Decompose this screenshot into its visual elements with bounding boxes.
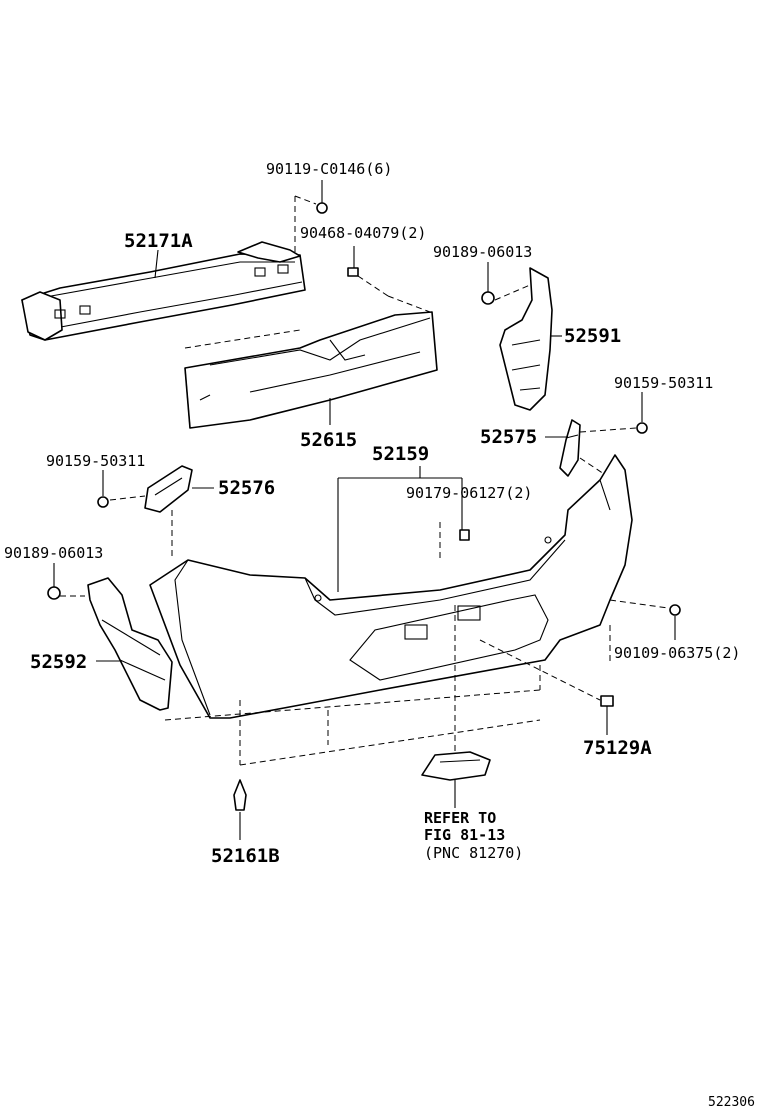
label-52576: 52576 bbox=[218, 477, 275, 499]
bracket-52592[interactable] bbox=[87, 577, 173, 711]
clip-90179-icon[interactable] bbox=[459, 529, 470, 541]
clip-90468-icon[interactable] bbox=[347, 267, 359, 277]
label-52591: 52591 bbox=[564, 325, 621, 347]
bumper-cover-52159[interactable] bbox=[149, 454, 633, 719]
label-75129a: 75129A bbox=[583, 737, 652, 759]
label-90109: 90109-06375(2) bbox=[614, 644, 740, 662]
clip-75129a-icon[interactable] bbox=[600, 695, 614, 707]
label-90179: 90179-06127(2) bbox=[406, 484, 532, 502]
label-90159-right: 90159-50311 bbox=[614, 374, 713, 392]
label-52575: 52575 bbox=[480, 426, 537, 448]
label-90468: 90468-04079(2) bbox=[300, 224, 426, 242]
screw-90159-left-icon[interactable] bbox=[97, 496, 109, 508]
label-90159-left: 90159-50311 bbox=[46, 452, 145, 470]
bracket-52591[interactable] bbox=[499, 267, 553, 411]
label-90119: 90119-C0146(6) bbox=[266, 160, 392, 178]
label-52159: 52159 bbox=[372, 443, 429, 465]
refer-to-line-3: (PNC 81270) bbox=[424, 844, 523, 862]
nut-90189-top-icon[interactable] bbox=[481, 291, 495, 305]
retainer-52575[interactable] bbox=[559, 419, 581, 477]
label-90189-top: 90189-06013 bbox=[433, 243, 532, 261]
bolt-90119-icon[interactable] bbox=[316, 196, 328, 214]
reinforcement-bar-52171a[interactable] bbox=[21, 241, 306, 341]
retainer-52576[interactable] bbox=[144, 465, 193, 513]
label-52161b: 52161B bbox=[211, 845, 280, 867]
screw-90109-icon[interactable] bbox=[669, 604, 681, 616]
clip-52161b-icon[interactable] bbox=[233, 779, 247, 811]
label-52171a: 52171A bbox=[124, 230, 193, 252]
refer-to-line-1: REFER TO bbox=[424, 809, 496, 827]
label-90189-left: 90189-06013 bbox=[4, 544, 103, 562]
license-lamp[interactable] bbox=[421, 751, 491, 781]
label-52592: 52592 bbox=[30, 651, 87, 673]
label-52615: 52615 bbox=[300, 429, 357, 451]
refer-to-line-2: FIG 81-13 bbox=[424, 826, 505, 844]
nut-90189-left-icon[interactable] bbox=[47, 586, 61, 600]
screw-90159-right-icon[interactable] bbox=[636, 422, 648, 434]
energy-absorber-52615[interactable] bbox=[184, 311, 438, 429]
figure-code: 522306 bbox=[708, 1095, 755, 1110]
